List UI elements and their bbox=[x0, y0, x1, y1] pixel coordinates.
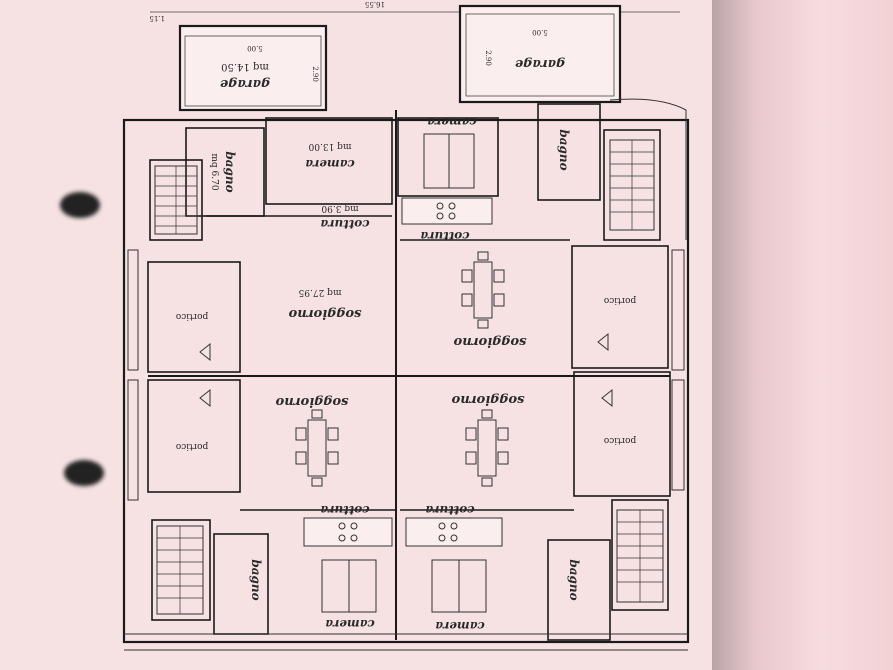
svg-text:5.00: 5.00 bbox=[247, 44, 263, 52]
lower-right-walls bbox=[400, 371, 671, 641]
page-edge-shadow bbox=[712, 0, 893, 670]
stair-upper-right bbox=[609, 139, 655, 231]
cottura-lower-left-label: cottura bbox=[320, 503, 369, 517]
soggiorno-area: mq 27.95 bbox=[298, 287, 341, 297]
table-lower-left bbox=[295, 409, 339, 487]
portico-label: portico bbox=[176, 311, 208, 321]
punch-hole-top bbox=[60, 192, 100, 218]
cottura-label: cottura bbox=[320, 217, 369, 231]
svg-text:1.15: 1.15 bbox=[149, 14, 165, 22]
camera-lower-left-label: camera bbox=[325, 617, 375, 631]
bagno-area: mq 6.70 bbox=[209, 153, 219, 190]
soggiorno-lower-right-label: soggiorno bbox=[451, 392, 524, 407]
camera-right-label: camera bbox=[427, 115, 477, 129]
perimeter-details bbox=[124, 98, 688, 651]
svg-text:16.55: 16.55 bbox=[365, 0, 385, 8]
portico-right-label: portico bbox=[604, 295, 636, 305]
svg-text:5.00: 5.00 bbox=[532, 28, 548, 36]
portico-lower-right-label: portico bbox=[604, 435, 636, 445]
stair-upper-left bbox=[154, 165, 198, 235]
garage-right: garage 5.00 2.90 bbox=[458, 4, 622, 104]
camera-area: mq 13.00 bbox=[308, 141, 351, 151]
cottura-lower-right-label: cottura bbox=[425, 503, 474, 517]
table-upper-right bbox=[461, 251, 505, 329]
upper-left-walls bbox=[147, 117, 393, 373]
garage-right-label: garage bbox=[515, 56, 565, 71]
camera-label: camera bbox=[305, 157, 355, 171]
cottura-area: mq 3.90 bbox=[321, 203, 358, 213]
bagno-right-label: bagno bbox=[557, 129, 571, 170]
svg-text:2.90: 2.90 bbox=[484, 50, 492, 66]
bagno-lower-right-label: bagno bbox=[567, 559, 581, 600]
lower-right-rooms: soggiorno portico cottura bagno camera bbox=[405, 388, 636, 633]
soggiorno-lower-left-label: soggiorno bbox=[275, 394, 348, 409]
portico-lower-left-label: portico bbox=[176, 441, 208, 451]
building-walls bbox=[122, 110, 690, 644]
table-lower-right bbox=[465, 409, 509, 487]
punch-hole-bottom bbox=[64, 460, 104, 486]
stair-lower-right bbox=[616, 509, 664, 603]
camera-lower-right-label: camera bbox=[435, 619, 485, 633]
bagno-label: bagno bbox=[223, 151, 237, 192]
soggiorno-right-label: soggiorno bbox=[453, 334, 526, 349]
lower-left-rooms: soggiorno portico cottura bagno camera bbox=[176, 388, 393, 631]
upper-right-rooms: camera bagno cottura soggiorno portico bbox=[401, 115, 636, 352]
upper-left-rooms: bagno mq 6.70 camera mq 13.00 cottura mq… bbox=[176, 141, 370, 362]
stair-lower-left bbox=[156, 525, 204, 615]
garage-left-area: mq 14.50 bbox=[221, 61, 269, 72]
garage-left-label: garage bbox=[220, 76, 270, 91]
upper-right-walls bbox=[397, 103, 669, 369]
svg-text:2.90: 2.90 bbox=[311, 66, 319, 82]
bagno-lower-left-label: bagno bbox=[249, 559, 263, 600]
soggiorno-label: soggiorno bbox=[288, 306, 361, 321]
cottura-right-label: cottura bbox=[420, 229, 469, 243]
garage-left: garage mq 14.50 5.00 2.90 bbox=[178, 24, 328, 112]
